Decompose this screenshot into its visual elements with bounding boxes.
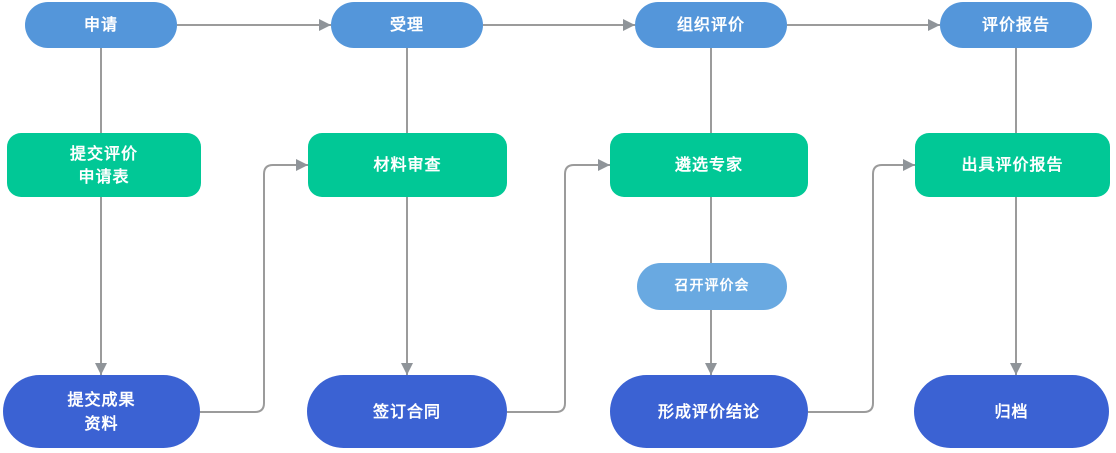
phase-node-organize-evaluation: 组织评价 (635, 2, 787, 48)
phase-node-acceptance: 受理 (331, 2, 483, 48)
step-node-submit-application-form-label: 提交评价 申请表 (69, 143, 138, 186)
step-node-select-experts-label: 遴选专家 (674, 155, 743, 175)
result-node-sign-contract: 签订合同 (307, 375, 507, 448)
result-node-archive: 归档 (914, 375, 1109, 448)
step-node-material-review: 材料审查 (308, 133, 507, 197)
meeting-node-hold-evaluation-meeting: 召开评价会 (637, 263, 787, 310)
result-node-submit-result-materials-label: 提交成果 资料 (67, 390, 136, 433)
step-node-select-experts: 遴选专家 (610, 133, 808, 197)
result-node-form-evaluation-conclusion-label: 形成评价结论 (657, 401, 760, 421)
arrow-sign-contract-to-select-experts (507, 159, 610, 413)
step-node-issue-evaluation-report: 出具评价报告 (915, 133, 1110, 197)
phase-node-application: 申请 (25, 2, 177, 48)
phase-node-organize-evaluation-label: 组织评价 (676, 15, 745, 35)
phase-node-acceptance-label: 受理 (389, 15, 424, 35)
step-node-submit-application-form: 提交评价 申请表 (7, 133, 201, 197)
step-node-issue-evaluation-report-label: 出具评价报告 (961, 155, 1064, 175)
arrow-conclusion-to-issue-report (808, 159, 915, 413)
result-node-form-evaluation-conclusion: 形成评价结论 (610, 375, 808, 448)
step-node-material-review-label: 材料审查 (373, 155, 442, 175)
result-node-submit-result-materials: 提交成果 资料 (3, 375, 200, 448)
arrow-submit-materials-to-material-review (200, 159, 308, 413)
phase-node-evaluation-report: 评价报告 (940, 2, 1092, 48)
phase-node-evaluation-report-label: 评价报告 (981, 15, 1050, 35)
phase-node-application-label: 申请 (83, 15, 118, 35)
result-node-archive-label: 归档 (994, 401, 1029, 421)
result-node-sign-contract-label: 签订合同 (372, 401, 441, 421)
meeting-node-hold-evaluation-meeting-label: 召开评价会 (674, 278, 750, 295)
